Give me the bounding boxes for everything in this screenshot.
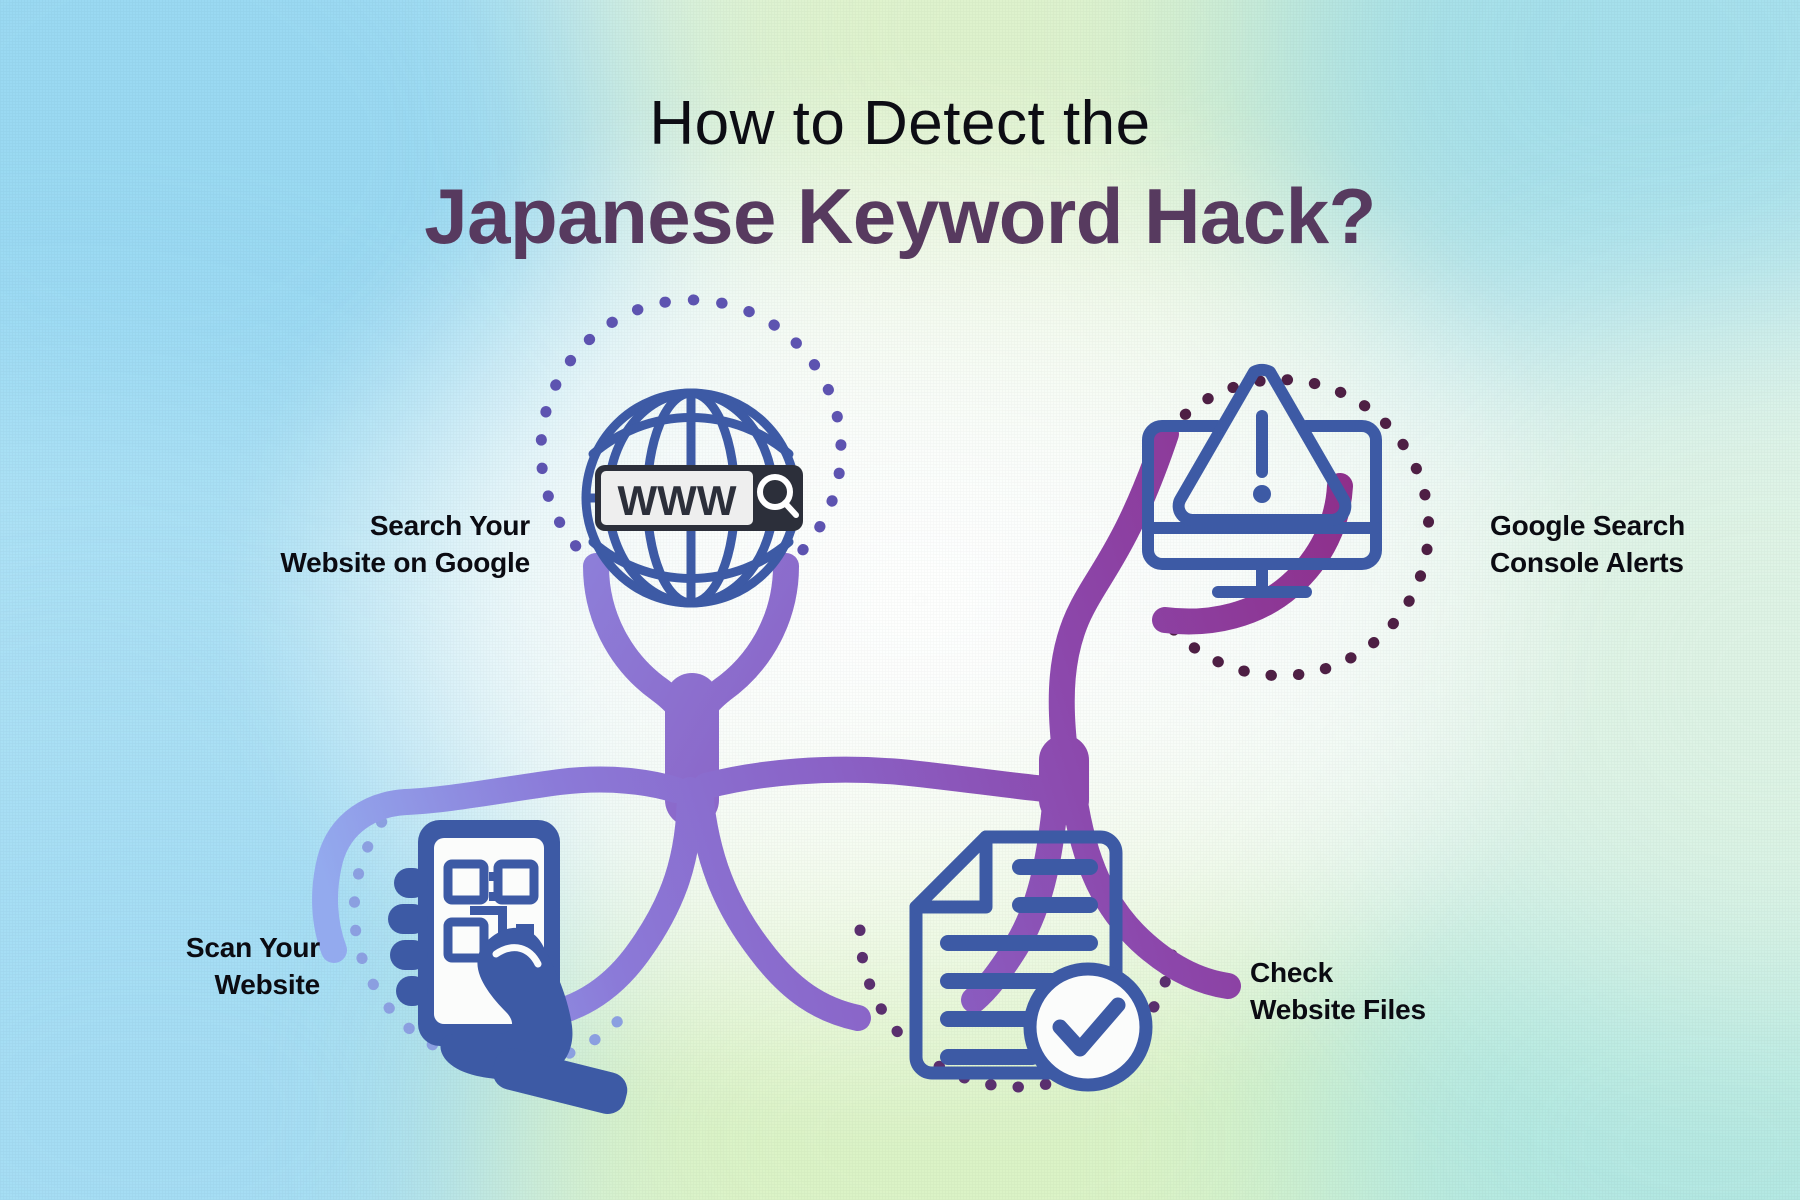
dotted-ring-files (854, 924, 1180, 1093)
document-check-icon (909, 830, 1153, 1092)
title-line-1: How to Detect the (649, 89, 1151, 158)
svg-text:WWW: WWW (618, 477, 737, 524)
page-title: How to Detect the Japanese Keyword Hack? (0, 89, 1800, 261)
label-scan-your-website: Scan Your Website (185, 932, 320, 1000)
monitor-warning-icon (1142, 363, 1382, 598)
label-google-search-console-alerts: Google Search Console Alerts (1490, 510, 1686, 578)
title-line-2: Japanese Keyword Hack? (424, 172, 1376, 261)
label-check-website-files: Check Website Files (1250, 957, 1426, 1025)
hand-phone-qr-scan-icon (388, 820, 628, 1115)
dotted-ring-search (535, 294, 847, 572)
globe-www-search-icon: WWW (581, 388, 803, 608)
label-search-website-google: Search Your Website on Google (280, 510, 530, 578)
dotted-ring-console (1159, 374, 1435, 682)
